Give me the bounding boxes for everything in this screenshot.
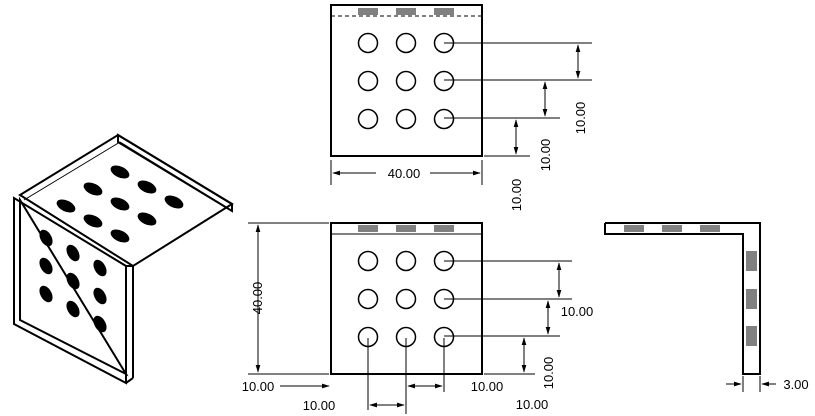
hole bbox=[395, 108, 417, 130]
side-thickness-dimension: 3.00 bbox=[783, 377, 808, 392]
side-view-horizontal-marks bbox=[624, 225, 720, 232]
hole bbox=[66, 300, 80, 318]
side-view: 3.00 bbox=[604, 222, 809, 392]
hole bbox=[66, 272, 80, 290]
hole bbox=[357, 108, 379, 130]
top-view-bend-marks bbox=[358, 8, 454, 15]
front-hole-spacing-h2: 10.00 bbox=[303, 398, 336, 413]
hole bbox=[164, 195, 184, 209]
hole bbox=[357, 288, 379, 310]
front-vert-spacing-3: 10.00 bbox=[516, 397, 549, 412]
hole bbox=[66, 244, 80, 262]
hole bbox=[137, 180, 157, 194]
top-view-holes bbox=[357, 32, 455, 130]
hole bbox=[357, 250, 379, 272]
hole bbox=[83, 182, 103, 196]
hole bbox=[357, 70, 379, 92]
hole bbox=[83, 214, 103, 228]
hole bbox=[395, 288, 417, 310]
hole bbox=[433, 108, 455, 130]
hole bbox=[93, 287, 107, 305]
hole bbox=[110, 229, 130, 243]
hole bbox=[357, 32, 379, 54]
side-view-vertical-marks bbox=[746, 251, 757, 346]
top-width-dimension: 40.00 bbox=[388, 166, 421, 181]
front-vert-spacing-2: 10.00 bbox=[541, 357, 556, 390]
hole bbox=[56, 199, 76, 213]
front-view-holes bbox=[357, 250, 455, 348]
isometric-view bbox=[13, 133, 234, 385]
hole bbox=[395, 70, 417, 92]
isometric-top-holes bbox=[56, 165, 184, 243]
hole bbox=[39, 285, 53, 303]
top-hole-spacing-2: 10.00 bbox=[538, 139, 553, 172]
front-view: 40.00 10.00 10.00 10.00 10.00 10.00 10.0… bbox=[242, 222, 594, 414]
hole bbox=[433, 70, 455, 92]
hole bbox=[93, 259, 107, 277]
top-hole-spacing-3: 10.00 bbox=[509, 179, 524, 212]
hole bbox=[110, 165, 130, 179]
hole bbox=[395, 250, 417, 272]
isometric-side-holes bbox=[39, 229, 107, 333]
hole bbox=[110, 197, 130, 211]
front-left-offset: 10.00 bbox=[242, 379, 275, 394]
top-hole-spacing-1: 10.00 bbox=[573, 102, 588, 135]
hole bbox=[39, 229, 53, 247]
hole bbox=[395, 32, 417, 54]
front-height-dimension: 40.00 bbox=[250, 282, 265, 315]
hole bbox=[93, 315, 107, 333]
hole bbox=[39, 257, 53, 275]
top-view: 40.00 10.00 10.00 10.00 bbox=[330, 4, 592, 212]
front-hole-spacing-h1: 10.00 bbox=[471, 379, 504, 394]
front-vert-spacing-1: 10.00 bbox=[561, 304, 594, 319]
hole bbox=[137, 212, 157, 226]
front-view-bend-marks bbox=[358, 225, 454, 232]
